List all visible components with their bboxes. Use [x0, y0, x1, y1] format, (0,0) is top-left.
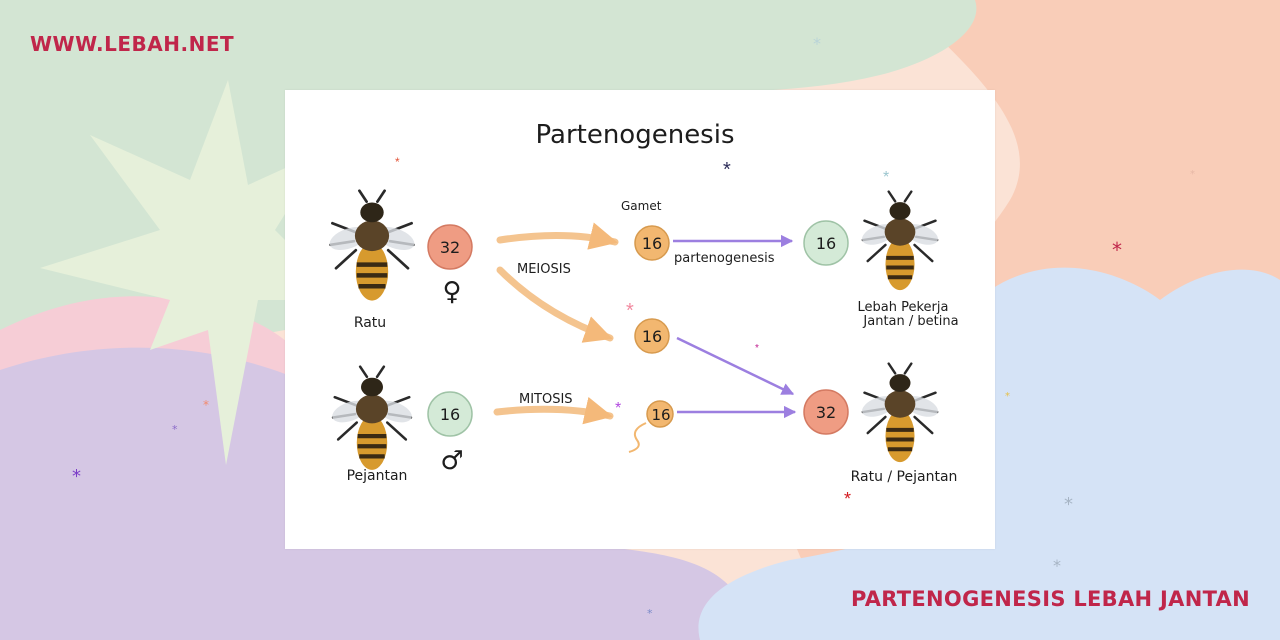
star-icon: *: [395, 155, 400, 169]
star-icon: *: [844, 489, 851, 509]
mitosis-arrow: [493, 396, 614, 425]
sperm-chromosomes: 16: [651, 406, 670, 424]
star-icon: *: [72, 466, 81, 487]
star-icon: *: [1112, 238, 1122, 262]
gamete-mid-chromosomes: 16: [642, 327, 662, 346]
bee-icon: [329, 367, 414, 470]
star-icon: *: [626, 300, 634, 322]
star-icon: *: [647, 607, 653, 620]
drone-label: Pejantan: [347, 468, 408, 484]
star-icon: *: [172, 423, 178, 436]
queen-cell: [427, 224, 473, 270]
partenogenesis-diagram: Partenogenesis Ratu Pejantan 32 ♀ 16 ♂ M…: [285, 120, 959, 509]
star-icon: *: [1005, 391, 1010, 402]
gamet-label: Gamet: [621, 199, 662, 213]
star-icon: *: [813, 34, 821, 53]
sperm-tail: [628, 422, 647, 453]
fertilization-arrow-diagonal: [676, 336, 795, 396]
meiosis-arrow-top: [496, 222, 619, 250]
star-icon: *: [203, 398, 209, 412]
mitosis-label: MITOSIS: [519, 392, 573, 407]
star-icon: *: [615, 400, 621, 417]
female-symbol-icon: ♀: [442, 277, 461, 307]
drone-chromosomes: 16: [440, 405, 460, 424]
partenogenesis-label: partenogenesis: [674, 251, 775, 266]
worker-label-line1: Lebah Pekerja: [858, 300, 949, 315]
worker-cell: [803, 220, 849, 266]
gamete-top-chromosomes: 16: [642, 234, 662, 253]
worker-chromosomes: 16: [816, 234, 836, 253]
star-icon: *: [1053, 556, 1061, 575]
diagram-title: Partenogenesis: [536, 120, 735, 150]
star-icon: *: [883, 169, 889, 186]
gamete-cell-top: [634, 225, 670, 261]
offspring-queen-chromosomes: 32: [816, 403, 836, 422]
male-symbol-icon: ♂: [440, 446, 463, 476]
diagram-panel: Partenogenesis Ratu Pejantan 32 ♀ 16 ♂ M…: [285, 90, 995, 549]
gamete-cell-mid: [634, 318, 670, 354]
offspring-queen-label: Ratu / Pejantan: [851, 469, 958, 485]
worker-label-line2: Jantan / betina: [862, 314, 958, 329]
starburst-shape: [40, 80, 345, 465]
star-icon: *: [1190, 169, 1195, 180]
bee-icon: [327, 191, 418, 301]
image-caption: PARTENOGENESIS LEBAH JANTAN: [850, 587, 1250, 611]
star-icon: *: [755, 343, 759, 354]
drone-cell: [427, 391, 473, 437]
meiosis-arrow-bottom: [496, 266, 614, 343]
star-icon: *: [723, 159, 731, 181]
site-url[interactable]: WWW.LEBAH.NET: [30, 32, 235, 56]
offspring-queen-cell: [803, 389, 849, 435]
bee-icon: [859, 192, 940, 291]
bee-icon: [859, 364, 940, 463]
queen-label: Ratu: [354, 315, 386, 331]
queen-chromosomes: 32: [440, 238, 460, 257]
sperm-cell: [646, 400, 674, 428]
star-icon: *: [1064, 494, 1073, 515]
meiosis-label: MEIOSIS: [517, 262, 571, 277]
